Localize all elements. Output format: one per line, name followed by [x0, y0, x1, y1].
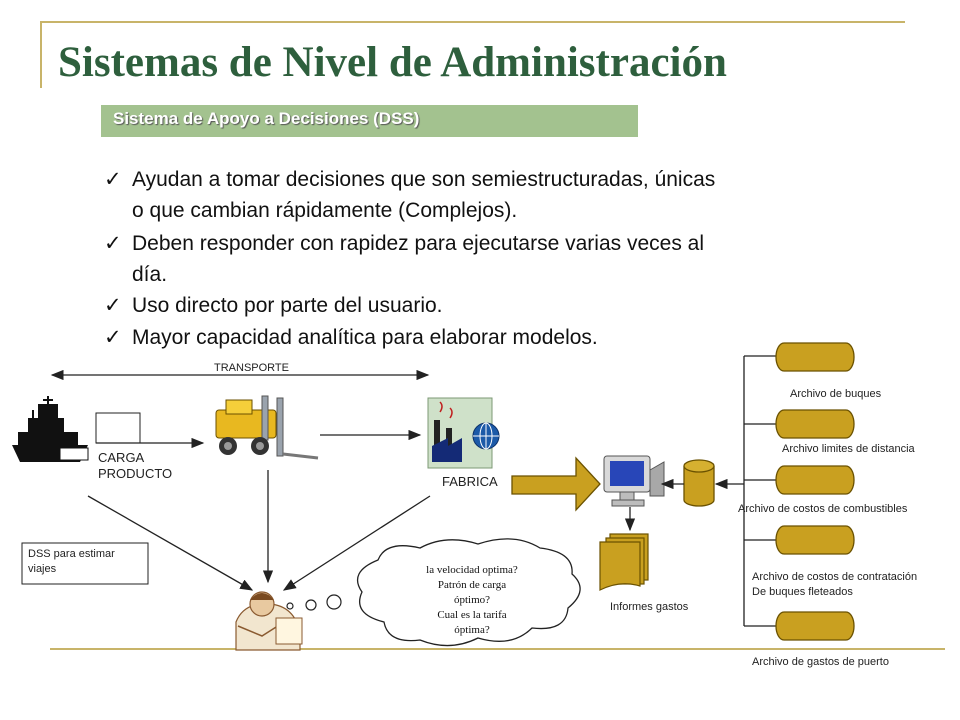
- thought-cloud: [357, 538, 581, 647]
- bullet-line: o que cambian rápidamente (Complejos).: [132, 199, 518, 222]
- thought-bubbles: [286, 594, 342, 611]
- archivo-limites-label: Archivo limites de distancia: [782, 443, 915, 455]
- dss-box: [21, 542, 149, 585]
- subtitle-text: Sistema de Apoyo a Decisiones (DSS): [113, 109, 420, 128]
- thought-line: óptima?: [454, 624, 490, 636]
- factory-icon: [427, 397, 500, 469]
- dss-box-line1: DSS para estimar: [28, 548, 115, 560]
- archivo-buques-label: Archivo de buques: [790, 388, 882, 400]
- carga-label: CARGA: [98, 450, 145, 465]
- informes-label: Informes gastos: [610, 601, 689, 613]
- thought-line: óptimo?: [453, 594, 491, 606]
- bullet-line: Ayudan a tomar decisiones que son semies…: [132, 168, 716, 191]
- database-icon: [683, 459, 715, 507]
- bullet-line: día.: [132, 263, 168, 286]
- file-cylinder-contratacion: [744, 525, 855, 555]
- person-icon: [235, 591, 303, 651]
- bullet-line: Deben responder con rapidez para ejecuta…: [132, 232, 704, 255]
- fabrica-label: FABRICA: [442, 474, 498, 489]
- thought-text: la velocidad optima? Patrón de carga ópt…: [384, 563, 560, 638]
- bullet-line: Mayor capacidad analítica para elaborar …: [132, 326, 598, 349]
- ship-to-person-arrow: [87, 495, 254, 591]
- transporte-label: TRANSPORTE: [214, 362, 289, 374]
- check-icon: ✓: [104, 294, 122, 317]
- archivo-puerto-label: Archivo de gastos de puerto: [752, 656, 889, 668]
- forklift-icon: [215, 395, 319, 460]
- page-title: Sistemas de Nivel de Administración: [58, 39, 727, 86]
- dss-box-line2: viajes: [28, 563, 57, 575]
- archivo-contratacion-label: Archivo de costos de contratación: [752, 571, 918, 583]
- check-icon: ✓: [104, 232, 122, 255]
- cargo-box: [95, 412, 141, 444]
- archivo-fleteados-label: De buques fleteados: [752, 586, 853, 598]
- subtitle-banner: Sistema de Apoyo a Decisiones (DSS): [101, 105, 638, 137]
- file-cylinder-combustibles: [744, 465, 855, 495]
- producto-label: PRODUCTO: [98, 466, 173, 481]
- file-cylinder-puerto: [744, 611, 855, 641]
- thought-line: Cual es la tarifa: [437, 609, 507, 621]
- computer-icon: [603, 455, 665, 507]
- documents-icon: [599, 533, 649, 591]
- thought-line: Patrón de carga: [437, 579, 507, 591]
- thought-line: la velocidad optima?: [426, 564, 518, 576]
- archivo-combustibles-label: Archivo de costos de combustibles: [738, 503, 908, 515]
- file-cylinder-limites: [744, 409, 855, 439]
- factory-to-person-arrow: [282, 495, 431, 591]
- input-arrow: [511, 456, 601, 512]
- file-cylinder-buques: [744, 342, 855, 372]
- check-icon: ✓: [104, 168, 122, 191]
- bullet-line: Uso directo por parte del usuario.: [132, 294, 443, 317]
- ship-icon: [12, 396, 89, 462]
- check-icon: ✓: [104, 326, 122, 349]
